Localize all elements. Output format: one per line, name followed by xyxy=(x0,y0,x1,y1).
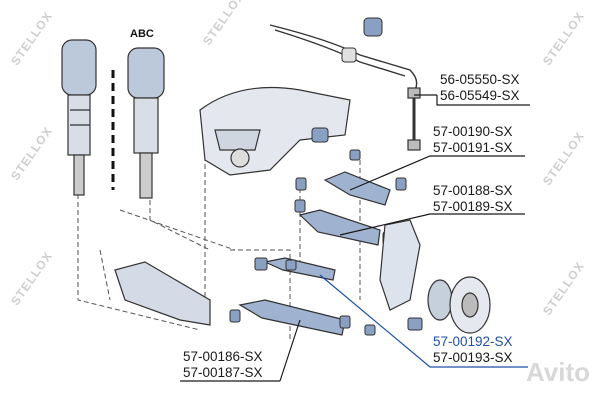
part-label-57-00191: 57-00191-SX xyxy=(433,140,513,155)
wheel-knuckle xyxy=(379,219,421,311)
part-label-57-00187: 57-00187-SX xyxy=(183,365,263,380)
lower-control-arm xyxy=(238,299,346,336)
stabilizer-bar xyxy=(269,24,418,91)
part-label-57-00186: 57-00186-SX xyxy=(183,349,263,364)
part-label-57-00189: 57-00189-SX xyxy=(433,199,513,214)
leader-lines xyxy=(180,94,530,382)
avito-watermark: Avito xyxy=(525,357,590,387)
air-strut-left xyxy=(61,39,97,196)
assembly-guides xyxy=(77,130,361,340)
upper-control-arm xyxy=(323,171,391,206)
part-label-57-00192: 57-00192-SX xyxy=(433,334,513,349)
abc-label: ABC xyxy=(130,28,154,40)
tie-rod xyxy=(263,257,336,281)
air-strut-right xyxy=(127,47,165,199)
part-label-57-00190: 57-00190-SX xyxy=(433,124,513,139)
trailing-arm xyxy=(114,261,211,326)
part-label-57-00193: 57-00193-SX xyxy=(433,350,513,365)
middle-control-arm xyxy=(298,209,381,246)
stabilizer-bushing xyxy=(363,17,383,37)
part-label-56-05549: 56-05549-SX xyxy=(440,88,520,103)
subframe xyxy=(199,86,351,176)
stabilizer-link xyxy=(407,87,421,151)
stabilizer-clamp xyxy=(341,47,357,63)
part-label-57-00188: 57-00188-SX xyxy=(433,183,513,198)
part-label-56-05550: 56-05550-SX xyxy=(440,72,520,87)
wheel-hub xyxy=(427,276,491,334)
